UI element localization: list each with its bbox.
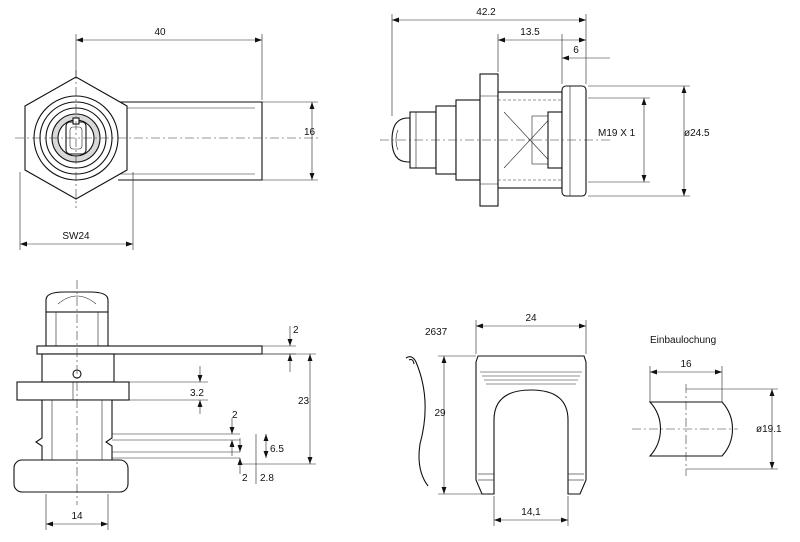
clip-outline xyxy=(475,355,587,495)
part-number: 2637 xyxy=(425,327,448,338)
dim-section-height: 23 xyxy=(298,396,310,407)
clip-dim-width: 24 xyxy=(525,313,537,324)
dim-width-40: 40 xyxy=(154,27,166,38)
dim-step-offset: 2.8 xyxy=(260,473,274,484)
dim-overall: 42.2 xyxy=(476,7,496,18)
clip-dim-height: 29 xyxy=(434,408,446,419)
dim-step: 6.5 xyxy=(270,444,284,455)
cutout-dim-flat: 16 xyxy=(680,359,692,370)
clip-view: 2637 24 29 14,1 xyxy=(405,313,587,526)
section-view: 2 3.2 23 2 6.5 2 2.8 14 xyxy=(13,280,316,530)
dim-thread: M19 X 1 xyxy=(598,128,636,139)
dim-mid: 13.5 xyxy=(520,27,540,38)
dim-small: 6 xyxy=(573,45,579,56)
front-view: 40 16 SW24 xyxy=(15,27,320,250)
cam-arm xyxy=(118,101,263,181)
dim-base-width: 14 xyxy=(71,511,83,522)
cutout-view: Einbaulochung 16 ø19.1 xyxy=(632,335,782,476)
dim-diameter: ø24.5 xyxy=(684,128,710,139)
cutout-dim-diameter: ø19.1 xyxy=(756,424,782,435)
section-base xyxy=(13,459,129,493)
dim-step-top: 2 xyxy=(232,410,238,421)
dim-height-16: 16 xyxy=(304,127,316,138)
cam-plate xyxy=(36,345,263,355)
clip-dim-slot: 14,1 xyxy=(521,507,541,518)
dim-nut-offset: 3.2 xyxy=(190,388,204,399)
flange xyxy=(561,85,587,197)
dim-across-flats: SW24 xyxy=(62,231,90,242)
side-view: 42.2 13.5 6 M19 X 1 ø24.5 xyxy=(380,7,710,207)
dim-step-bottom: 2 xyxy=(242,473,248,484)
dim-cam-thickness: 2 xyxy=(293,325,299,336)
cutout-title: Einbaulochung xyxy=(650,335,716,346)
spring-profile xyxy=(405,356,429,487)
